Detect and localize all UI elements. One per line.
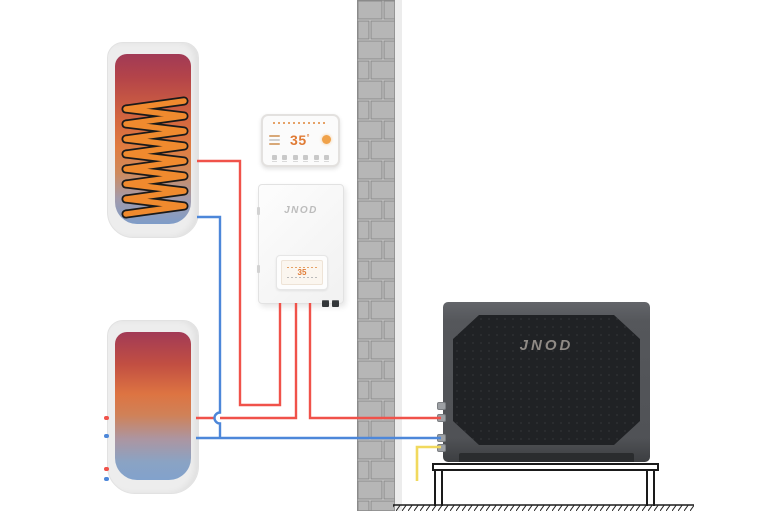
thermostat-button: [313, 155, 319, 162]
stand-leg: [434, 470, 443, 506]
thermostat-button: [303, 155, 309, 162]
cable-connection: [437, 444, 446, 452]
thermostat-button: [272, 155, 277, 162]
wall-shadow: [395, 0, 402, 511]
pipe-connection-cold: [437, 434, 446, 442]
menu-lines-icon: [269, 134, 280, 145]
cold-return-pipe-tank: [197, 215, 222, 438]
indoor-control-unit: JNOD 35: [257, 184, 344, 307]
screen-icons-top: [287, 267, 317, 268]
thermostat-button: [323, 155, 329, 162]
screen-icons-bottom: [287, 277, 317, 278]
hinge: [257, 265, 260, 273]
stand-rail: [432, 463, 659, 471]
thermostat-button: [282, 155, 288, 162]
sun-icon: [320, 135, 332, 144]
brick-wall: [357, 0, 395, 511]
pipe-crossover-gap: [214, 412, 220, 424]
heating-coil: [121, 96, 189, 219]
tank-port-cold: [104, 434, 109, 438]
heat-pump-front-panel: JNOD: [453, 315, 640, 445]
jnod-logo-outdoor: JNOD: [519, 337, 574, 354]
thermostat-button: [292, 155, 298, 162]
hinge: [257, 207, 260, 215]
unit-temperature-value: 35: [297, 268, 307, 277]
unit-display-panel: 35: [276, 255, 328, 290]
hot-water-tank-with-coil: [107, 42, 199, 238]
stand-leg: [646, 470, 655, 506]
pipe-connection-hot: [437, 414, 446, 422]
pipe-connection-stub: [437, 402, 446, 410]
buffer-tank: [104, 320, 199, 494]
hot-pipe-buffer-circuit: [196, 303, 298, 420]
heat-pump-base: [459, 453, 634, 462]
wall-thermostat: 35°: [261, 114, 340, 167]
thermostat-buttons-row: [269, 155, 332, 162]
cable-connectors: [322, 300, 339, 307]
heat-pump-outdoor-unit: JNOD: [437, 302, 650, 462]
unit-screen: 35: [281, 260, 323, 285]
tank-port-hot: [104, 416, 109, 420]
thermostat-status-icons-row: [273, 122, 328, 124]
tank-port-cold-2: [104, 477, 109, 481]
tank-water-gradient: [115, 332, 191, 480]
jnod-logo-indoor: JNOD: [284, 205, 318, 216]
tank-port-hot-2: [104, 467, 109, 471]
temperature-reading: 35°: [290, 131, 310, 148]
